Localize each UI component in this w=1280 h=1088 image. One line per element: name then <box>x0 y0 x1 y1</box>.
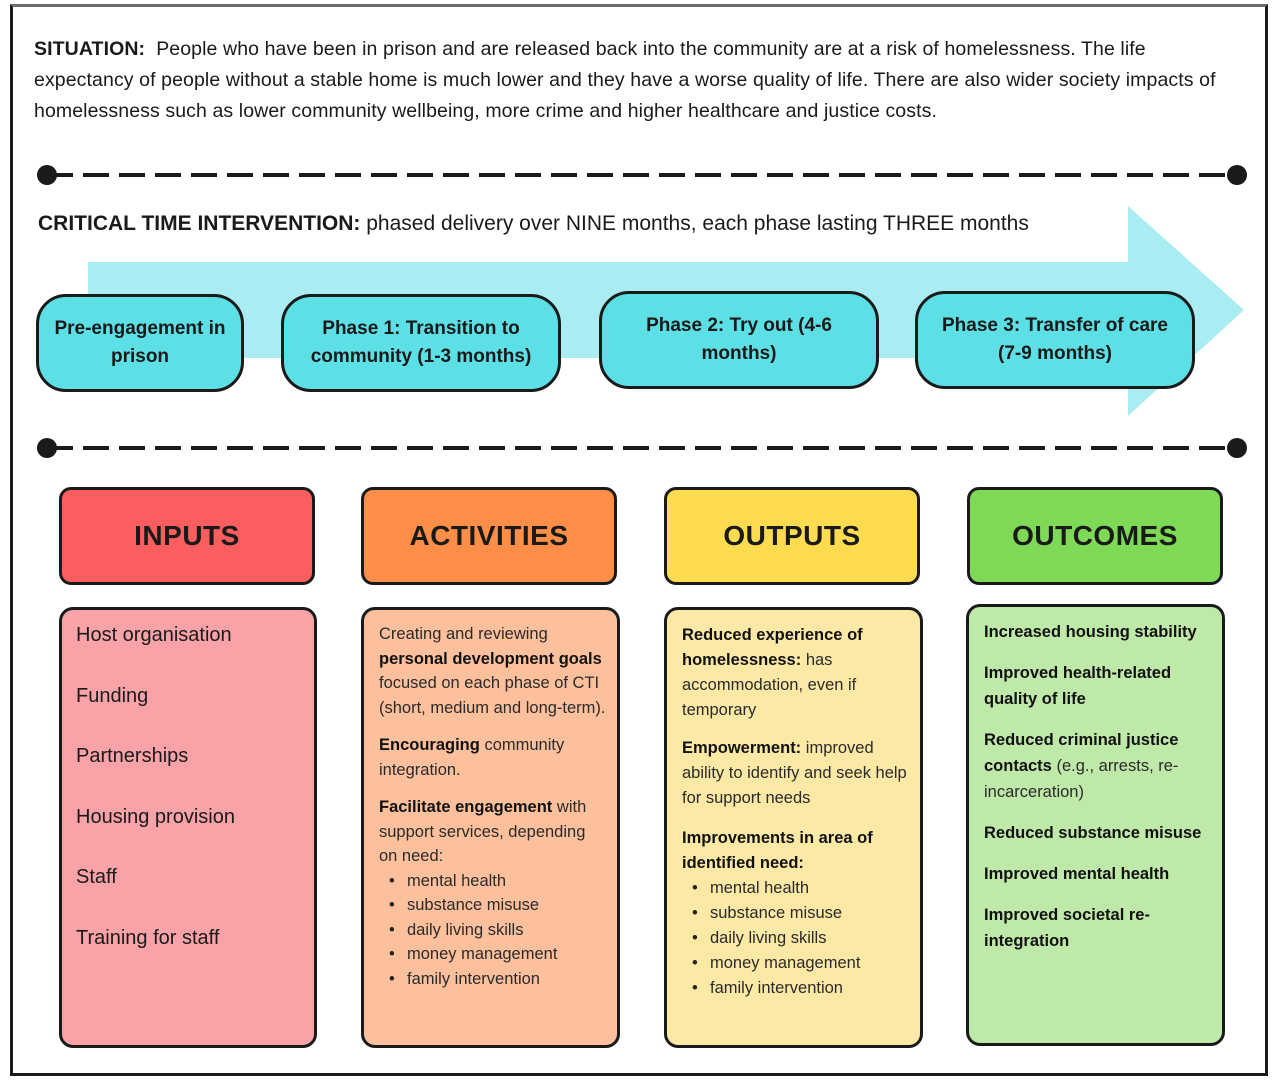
list-item: daily living skills <box>692 926 910 951</box>
phase-2-try-out: Phase 2: Try out (4-6 months) <box>599 291 879 389</box>
input-item: Housing provision <box>76 805 235 828</box>
outputs-box: Reduced experience of homelessness: has … <box>664 607 923 1048</box>
activity-goals-bold: personal development goals <box>379 649 602 668</box>
cti-label: CRITICAL TIME INTERVENTION: <box>38 212 361 235</box>
inputs-header: INPUTS <box>59 487 315 585</box>
outcomes-header: OUTCOMES <box>967 487 1223 585</box>
input-item: Host organisation <box>76 624 232 646</box>
bottom-divider <box>36 437 1248 459</box>
activity-facilitate: Facilitate engagement with support servi… <box>379 795 607 869</box>
activity-goals-post: focused on each phase of CTI (short, med… <box>379 674 606 717</box>
output-needs-list: mental health substance misuse daily liv… <box>682 876 910 1001</box>
output-reduced-post: has accommodation, even if temporary <box>682 651 857 719</box>
input-item: Staff <box>76 866 117 888</box>
output-improvements: Improvements in area of identified need: <box>682 826 910 876</box>
list-item: money management <box>692 951 910 976</box>
outcome-item: Reduced substance misuse <box>984 820 1212 846</box>
top-divider <box>36 164 1248 186</box>
list-item: money management <box>389 942 607 967</box>
outcome-criminal-justice-note: (e.g., arrests, re-incarceration) <box>984 757 1179 801</box>
output-empowerment-bold: Empowerment: <box>682 739 802 757</box>
list-item: mental health <box>692 876 910 901</box>
activity-facilitate-post: with support services, depending on need… <box>379 798 587 865</box>
list-item: substance misuse <box>389 893 607 918</box>
situation-text: People who have been in prison and are r… <box>34 38 1216 122</box>
output-empowerment-post: improved ability to identify and seek he… <box>682 739 907 807</box>
outputs-header: OUTPUTS <box>664 487 920 585</box>
output-empowerment: Empowerment: improved ability to identif… <box>682 736 910 811</box>
activity-goals-pre: Creating and reviewing <box>379 625 548 643</box>
list-item: daily living skills <box>389 918 607 943</box>
activity-goals: Creating and reviewing personal developm… <box>379 622 607 720</box>
outcome-criminal-justice: Reduced criminal justice contacts <box>984 731 1179 775</box>
output-reduced-bold: Reduced experience of homelessness: <box>682 626 863 669</box>
list-item: family intervention <box>389 967 607 992</box>
output-improvements-bold: Improvements in area of identified need: <box>682 829 873 872</box>
activity-encourage-bold: Encouraging <box>379 736 480 754</box>
list-item: family intervention <box>692 976 910 1001</box>
activities-box: Creating and reviewing personal developm… <box>361 607 620 1048</box>
outcome-item: Increased housing stability <box>984 619 1212 645</box>
outcome-item: Improved societal re-integration <box>984 902 1212 954</box>
input-item: Funding <box>76 684 149 707</box>
cti-text: phased delivery over NINE months, each p… <box>366 212 1029 235</box>
list-item: substance misuse <box>692 901 910 926</box>
outcomes-box: Increased housing stability Improved hea… <box>966 604 1225 1046</box>
outcome-substance-misuse: Reduced substance misuse <box>984 824 1202 842</box>
situation-label: SITUATION: <box>34 38 146 60</box>
situation-statement: SITUATION: People who have been in priso… <box>34 34 1246 127</box>
outcome-quality-of-life: Improved health-related quality of life <box>984 664 1172 708</box>
phase-1-transition: Phase 1: Transition to community (1-3 mo… <box>281 294 561 392</box>
phase-pre-engagement: Pre-engagement in prison <box>36 294 244 392</box>
outcome-mental-health: Improved mental health <box>984 865 1170 883</box>
diagram-frame <box>10 4 1268 1076</box>
inputs-list: Host organisation Funding Partnerships H… <box>62 610 314 951</box>
inputs-box: Host organisation Funding Partnerships H… <box>59 607 317 1048</box>
outcome-item: Improved health-related quality of life <box>984 660 1212 712</box>
activity-encourage-post: community integration. <box>379 736 565 779</box>
list-item: mental health <box>389 869 607 894</box>
activity-needs-list: mental health substance misuse daily liv… <box>379 869 607 992</box>
output-reduced: Reduced experience of homelessness: has … <box>682 623 910 723</box>
activity-encourage: Encouraging community integration. <box>379 733 607 782</box>
input-item: Partnerships <box>76 745 189 767</box>
activity-facilitate-bold: Facilitate engagement <box>379 798 553 816</box>
cti-title: CRITICAL TIME INTERVENTION: phased deliv… <box>38 212 1029 236</box>
outcome-housing-stability: Increased housing stability <box>984 623 1197 641</box>
phase-3-transfer-of-care: Phase 3: Transfer of care (7-9 months) <box>915 291 1195 389</box>
outcome-item: Improved mental health <box>984 861 1212 887</box>
outcome-item: Reduced criminal justice contacts (e.g.,… <box>984 727 1212 805</box>
outcome-societal-reintegration: Improved societal re-integration <box>984 906 1150 950</box>
input-item: Training for staff <box>76 926 220 949</box>
activities-header: ACTIVITIES <box>361 487 617 585</box>
